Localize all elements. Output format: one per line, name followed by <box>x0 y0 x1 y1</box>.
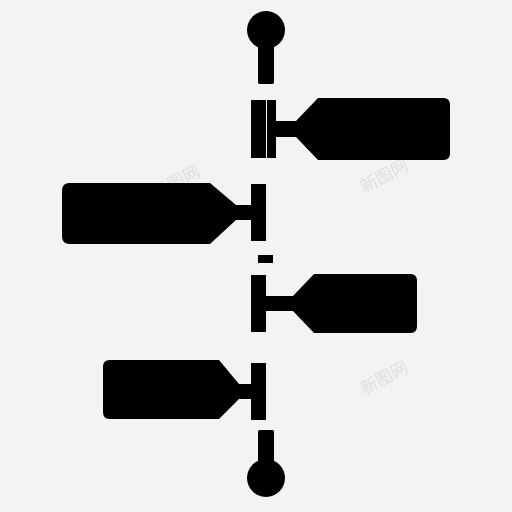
top-stem <box>258 46 274 84</box>
junction-1-arm <box>276 121 296 137</box>
junction-3-bar <box>251 275 266 332</box>
sign-3-icon <box>293 274 417 333</box>
junction-2-arm <box>236 205 251 220</box>
sign-2-icon <box>62 183 236 244</box>
bottom-knob-icon <box>247 459 285 497</box>
junction-3-arm <box>266 296 293 311</box>
sign-4-icon <box>103 360 239 419</box>
junction-2-bar <box>251 184 266 241</box>
junction-1-bar-right <box>267 100 276 158</box>
connector-segment <box>258 255 273 263</box>
bottom-stem <box>258 430 274 464</box>
top-knob-icon <box>247 11 285 49</box>
junction-4-arm <box>239 384 251 399</box>
junction-4-bar <box>251 363 266 420</box>
junction-1-bar <box>251 100 266 158</box>
sign-1-icon <box>296 98 450 160</box>
